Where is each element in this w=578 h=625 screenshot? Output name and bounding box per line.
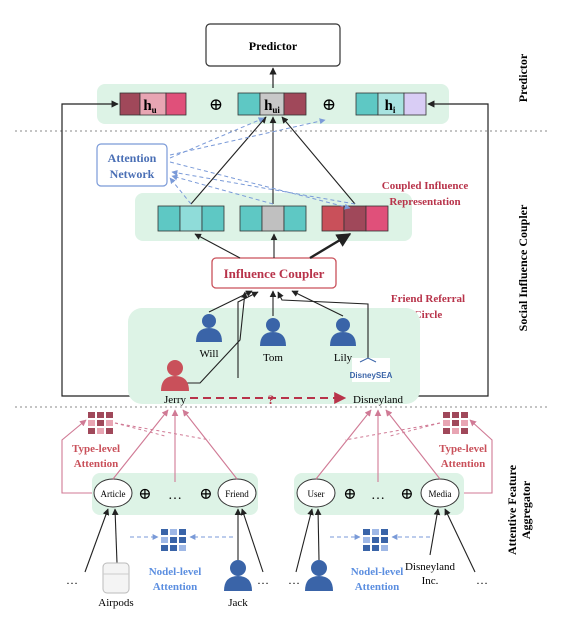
type-attention-dashed <box>114 422 441 441</box>
right-dots: … <box>371 488 385 503</box>
influence-coupler-label: Influence Coupler <box>224 266 325 281</box>
node-attention-right-1: Nodel-level <box>351 566 404 578</box>
type-attention-left-2: Attention <box>74 458 119 470</box>
coupled-influence-label-1: Coupled Influence <box>382 180 469 192</box>
node-media-label: Media <box>429 489 452 499</box>
node-attention-grid-left <box>161 529 186 551</box>
disneyland-label: Disneyland <box>353 394 404 406</box>
attention-network-box <box>96 143 168 187</box>
section-label-aggregator-2: Aggregator <box>519 480 533 539</box>
embedding-hi <box>355 92 427 116</box>
embedding-hu <box>119 92 187 116</box>
node-attention-grid-right <box>363 529 388 551</box>
arrows-friends-to-coupler <box>176 290 369 384</box>
question-mark: ? <box>268 392 275 407</box>
concat-plus-2: ⊕ <box>322 95 336 114</box>
node-friend-label: Friend <box>225 489 249 499</box>
coupled-vector-2 <box>239 205 307 232</box>
arrow-jerry-to-hu <box>61 100 163 397</box>
section-label-aggregator-1: Attentive Feature <box>505 464 519 555</box>
type-attention-right-1: Type-level <box>439 443 487 455</box>
airpods-icon <box>102 562 130 594</box>
coupled-influence-label-2: Representation <box>389 196 460 208</box>
arrows-nodes-to-disneyland <box>315 409 493 494</box>
concat-plus-1: ⊕ <box>209 95 223 114</box>
node-attention-right-2: Attention <box>355 581 400 593</box>
user-generic-avatar <box>305 560 333 591</box>
user-jerry-label: Jerry <box>164 394 186 406</box>
bottom-mid-ellipsis-1: … <box>257 573 269 587</box>
friend-referral-label-1: Friend Referral <box>391 293 465 305</box>
right-plus-2: ⊕ <box>400 486 413 503</box>
user-jerry-avatar <box>161 360 189 391</box>
user-will-avatar <box>196 314 222 342</box>
right-plus-1: ⊕ <box>343 486 356 503</box>
embedding-hi-label: hi <box>385 98 396 115</box>
disneyland-inc-label-2: Inc. <box>422 575 439 587</box>
node-attention-left-1: Nodel-level <box>149 566 202 578</box>
bottom-mid-ellipsis-2: … <box>288 573 300 587</box>
predictor-box-label: Predictor <box>249 39 298 53</box>
embedding-hui <box>237 92 307 116</box>
arrows-coupled-to-hui <box>190 116 356 205</box>
bottom-right-ellipsis: … <box>476 573 488 587</box>
section-label-coupler: Social Influence Coupler <box>516 204 530 331</box>
jack-label: Jack <box>228 597 248 609</box>
left-plus-1: ⊕ <box>138 486 151 503</box>
arrows-nodes-to-jerry <box>61 409 238 494</box>
predictor-box <box>205 23 341 67</box>
friend-referral-label-2: Circle <box>414 309 443 321</box>
user-jack-avatar <box>224 560 252 591</box>
left-plus-2: ⊕ <box>199 486 212 503</box>
section-label-predictor: Predictor <box>516 53 530 102</box>
embedding-hu-label: hu <box>143 98 156 115</box>
disneyland-inc-label-1: Disneyland <box>405 561 456 573</box>
node-attention-left-2: Attention <box>153 581 198 593</box>
disney-logo-text: DisneySEA <box>350 371 393 380</box>
type-attention-right-2: Attention <box>441 458 486 470</box>
user-lily-avatar <box>330 318 356 346</box>
left-dots: … <box>168 488 182 503</box>
node-article-label: Article <box>101 489 126 499</box>
node-user-label: User <box>308 489 325 499</box>
attention-dashed-arrows <box>169 117 356 210</box>
user-tom-avatar <box>260 318 286 346</box>
airpods-label: Airpods <box>98 597 133 609</box>
coupled-vector-3 <box>321 205 389 232</box>
embedding-hui-label: hui <box>264 98 280 115</box>
arrow-disney-to-hi <box>416 100 489 397</box>
type-attention-grid-right <box>443 412 468 434</box>
right-nodes-bg <box>294 473 464 515</box>
arrows-entities-to-nodes <box>84 508 476 573</box>
arrows-coupler-to-vectors <box>194 232 352 260</box>
user-will-label: Will <box>199 348 218 360</box>
left-nodes-bg <box>92 473 258 515</box>
attention-network-label-2: Network <box>110 167 155 181</box>
type-attention-grid-left <box>88 412 113 434</box>
coupled-vector-1 <box>157 205 225 232</box>
user-lily-label: Lily <box>334 352 353 364</box>
bottom-left-ellipsis: … <box>66 573 78 587</box>
user-tom-label: Tom <box>263 352 283 364</box>
attention-network-label-1: Attention <box>108 151 157 165</box>
type-attention-left-1: Type-level <box>72 443 120 455</box>
disneyland-logo: DisneySEA <box>350 357 393 382</box>
